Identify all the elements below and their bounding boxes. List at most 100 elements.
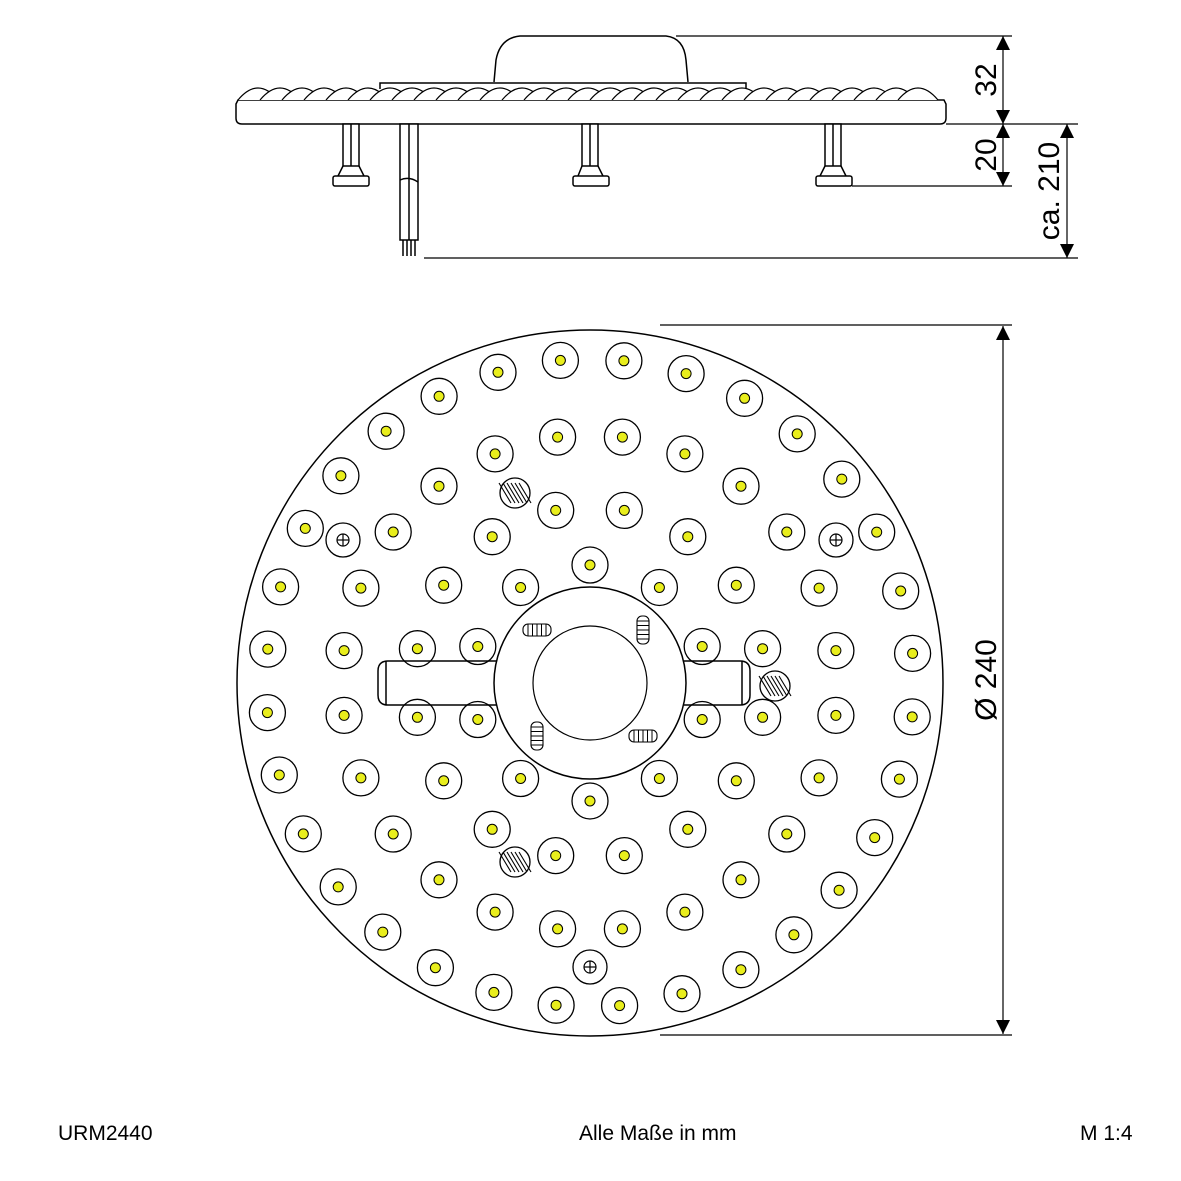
led	[605, 836, 643, 875]
mounting-bar	[377, 660, 751, 706]
top-view	[236, 329, 944, 1037]
led	[663, 975, 701, 1013]
led	[322, 457, 360, 495]
crosshead-screw-icon	[818, 522, 854, 558]
spring-connectors	[522, 615, 658, 751]
crosshead-screw-icon	[325, 522, 361, 558]
led	[893, 698, 931, 736]
led	[722, 951, 760, 989]
led	[261, 568, 300, 606]
led	[667, 354, 705, 393]
led-array	[248, 341, 932, 1025]
led	[479, 353, 517, 391]
led	[571, 782, 609, 820]
side-ring-plate	[379, 82, 747, 89]
hatched-magnet-icon	[758, 670, 792, 702]
led	[459, 700, 497, 739]
led	[342, 569, 380, 607]
led	[325, 696, 363, 735]
led	[342, 759, 380, 797]
led	[537, 491, 575, 530]
led	[538, 418, 577, 456]
led	[683, 627, 721, 666]
led	[425, 762, 463, 800]
model-number: URM2440	[58, 1122, 153, 1145]
led	[475, 973, 513, 1012]
led	[364, 913, 402, 951]
led	[249, 630, 287, 668]
led	[248, 693, 287, 732]
top-dimensions	[660, 324, 1012, 1036]
crosshead-screw-icon	[572, 949, 608, 985]
led	[800, 759, 838, 797]
led	[367, 412, 405, 450]
magnets	[498, 477, 792, 878]
led	[768, 513, 806, 551]
side-pin-right	[815, 123, 853, 187]
led	[600, 986, 639, 1025]
led	[666, 893, 704, 931]
side-dimensions	[424, 35, 1078, 259]
led	[882, 572, 920, 610]
led	[666, 435, 704, 473]
led	[538, 910, 577, 948]
center-hole	[532, 625, 648, 741]
led	[420, 467, 458, 505]
spring-connector-icon	[522, 623, 552, 637]
led	[717, 762, 755, 800]
side-view	[235, 35, 947, 256]
led	[717, 566, 755, 604]
led	[722, 467, 760, 505]
spring-connector-icon	[530, 721, 544, 751]
led	[858, 513, 896, 551]
led	[374, 513, 412, 551]
hatched-magnet-icon	[498, 846, 532, 878]
led	[669, 518, 707, 556]
screws	[325, 522, 854, 985]
led	[817, 696, 855, 735]
led	[398, 630, 437, 668]
led	[603, 418, 642, 456]
led	[603, 910, 642, 948]
led	[768, 815, 806, 853]
led	[420, 861, 458, 899]
led	[374, 815, 412, 853]
led	[817, 631, 855, 670]
led	[605, 491, 643, 530]
side-base-plate	[235, 99, 947, 125]
side-cable	[399, 123, 419, 256]
led	[778, 415, 816, 453]
led	[880, 760, 919, 798]
led	[725, 379, 764, 417]
led	[537, 836, 575, 875]
led	[775, 916, 813, 954]
led	[893, 634, 932, 673]
led	[640, 759, 679, 798]
led	[743, 630, 782, 668]
led	[398, 698, 437, 736]
led	[260, 756, 298, 794]
led	[541, 341, 580, 380]
dim-label-210: ca. 210	[1033, 142, 1066, 240]
side-led-bump	[897, 87, 939, 101]
led	[416, 949, 455, 987]
led	[286, 509, 324, 548]
led	[820, 871, 858, 909]
led	[501, 568, 540, 607]
side-pin-center	[572, 123, 610, 187]
led	[425, 566, 463, 604]
led	[501, 759, 540, 798]
units-note: Alle Maße in mm	[579, 1122, 737, 1145]
led	[325, 631, 363, 670]
led	[571, 546, 609, 584]
dim-label-240: Ø 240	[970, 639, 1003, 721]
dim-label-32: 32	[970, 63, 1003, 96]
hatched-magnet-icon	[498, 477, 532, 509]
led	[420, 377, 458, 415]
led	[722, 861, 760, 899]
led	[284, 815, 322, 853]
led	[669, 810, 707, 848]
led	[473, 810, 511, 848]
led	[459, 627, 497, 666]
